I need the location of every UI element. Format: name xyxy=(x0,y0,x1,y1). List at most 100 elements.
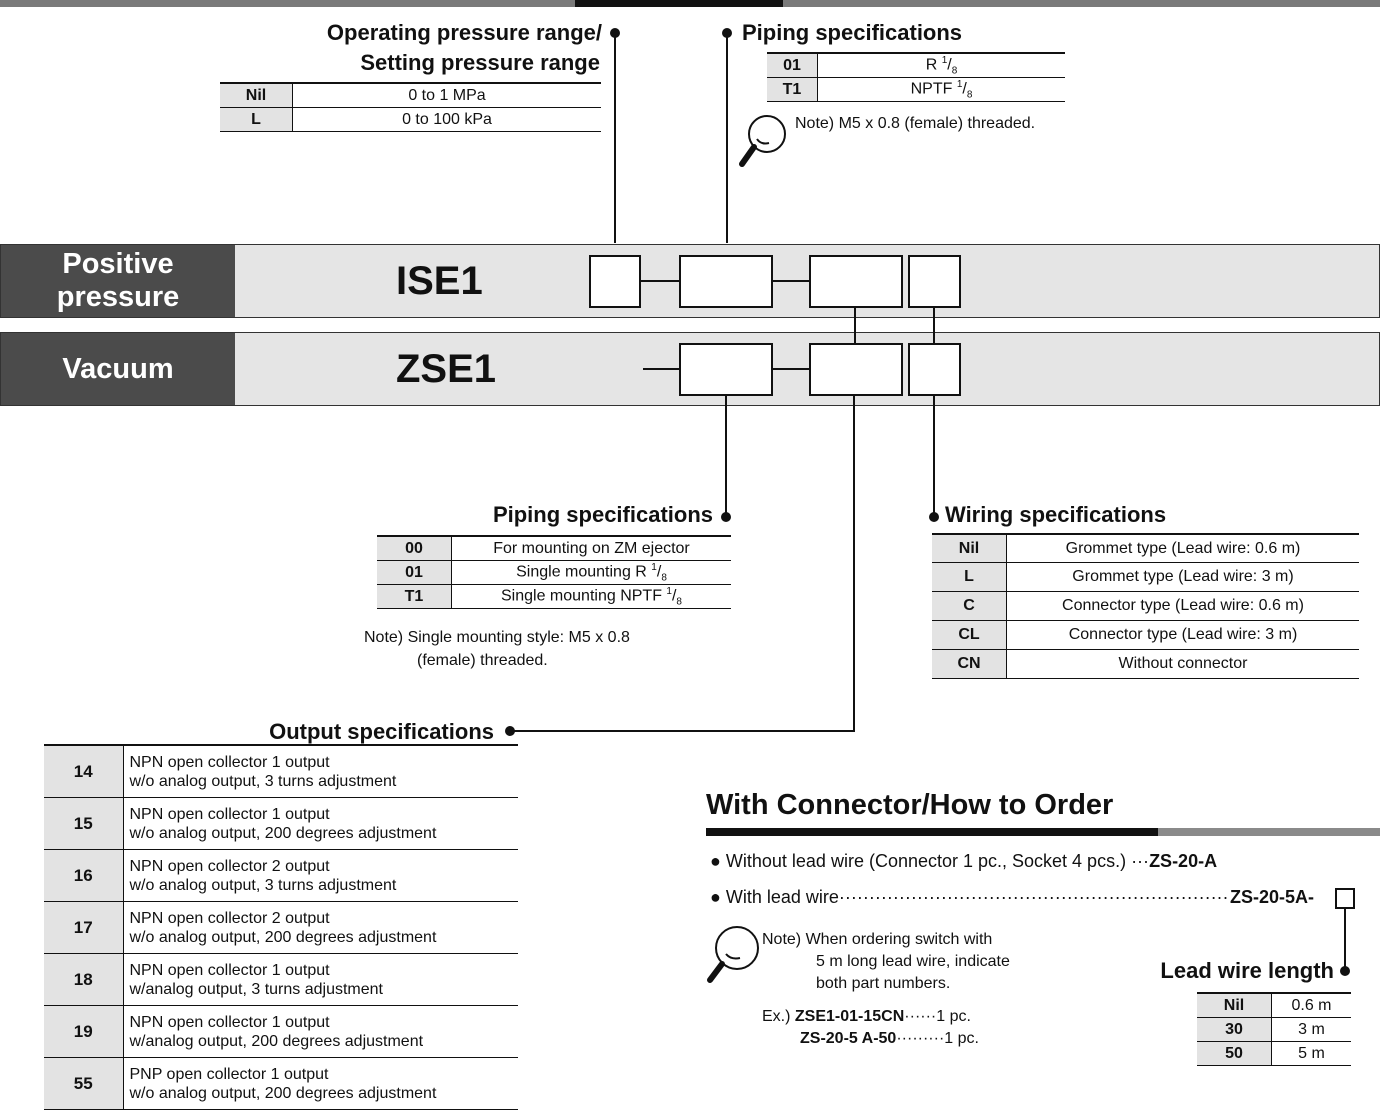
op-pressure-title-1: Operating pressure range/ xyxy=(326,20,602,45)
desc-line-1: NPN open collector 1 output xyxy=(129,753,330,771)
lead-wire-title: Lead wire length xyxy=(1160,958,1334,983)
model-ise1: ISE1 xyxy=(396,259,483,303)
desc-line-1: NPN open collector 2 output xyxy=(129,857,330,875)
table-row: T1 NPTF 1/8 xyxy=(767,77,1065,102)
connector-heading: With Connector/How to Order xyxy=(706,789,1114,821)
order-line-without-lead: ● Without lead wire (Connector 1 pc., So… xyxy=(710,851,1217,872)
example-tail: ······1 pc. xyxy=(904,1008,971,1025)
code-box-output[interactable] xyxy=(809,343,903,396)
code-box-output[interactable] xyxy=(809,255,903,308)
connector-note-2: 5 m long lead wire, indicate xyxy=(816,953,1010,970)
desc-cell: NPTF 1/8 xyxy=(910,78,973,101)
frac-num: 1 xyxy=(956,78,963,90)
leader-line xyxy=(614,33,616,243)
dash-line xyxy=(771,368,811,370)
order-line-with-lead: ● With lead wire························… xyxy=(710,887,1330,908)
piping-bottom-note-2: (female) threaded. xyxy=(417,652,548,669)
code-cell: 19 xyxy=(44,1005,124,1058)
desc-line-2: w/o analog output, 200 degrees adjustmen… xyxy=(129,1084,437,1102)
example-line-1: Ex.) ZSE1-01-15CN······1 pc. xyxy=(762,1007,971,1027)
code-cell: Nil xyxy=(220,83,293,108)
code-box-piping[interactable] xyxy=(679,343,773,396)
desc-cell: Single mounting NPTF 1/8 xyxy=(501,585,682,608)
code-cell: 01 xyxy=(377,560,452,585)
desc-line-2: w/o analog output, 3 turns adjustment xyxy=(129,876,397,894)
desc-line-1: PNP open collector 1 output xyxy=(129,1065,329,1083)
desc-cell: 0 to 1 MPa xyxy=(408,86,486,104)
dash-line xyxy=(641,280,681,282)
connector-dot xyxy=(721,512,731,522)
code-cell: 55 xyxy=(44,1057,124,1110)
desc-line-1: NPN open collector 1 output xyxy=(129,1013,330,1031)
code-cell: Nil xyxy=(932,534,1007,563)
part-number: ZS-20-5A- xyxy=(1230,887,1315,907)
table-row: Nil 0 to 1 MPa xyxy=(220,83,601,108)
desc-line-2: w/analog output, 3 turns adjustment xyxy=(129,980,384,998)
desc-cell: 3 m xyxy=(1298,1020,1325,1038)
output-title: Output specifications xyxy=(269,719,494,744)
example-part: ZSE1-01-15CN xyxy=(794,1008,905,1025)
code-cell: T1 xyxy=(767,77,818,102)
connector-dot xyxy=(1340,966,1350,976)
example-line-2: ZS-20-5 A-50·········1 pc. xyxy=(800,1029,979,1049)
op-pressure-title-2: Setting pressure range xyxy=(360,50,600,75)
magnifier-icon xyxy=(739,115,786,167)
link-line xyxy=(854,306,856,346)
code-cell: CL xyxy=(932,620,1007,650)
dash-line xyxy=(771,280,811,282)
desc-line-2: w/o analog output, 3 turns adjustment xyxy=(129,772,397,790)
frac-num: 1 xyxy=(941,54,948,66)
desc-line-2: w/o analog output, 200 degrees adjustmen… xyxy=(129,928,437,946)
magnifier-icon xyxy=(707,926,759,983)
code-box-wiring[interactable] xyxy=(908,343,961,396)
desc-text: Single mounting R xyxy=(516,563,652,581)
frac-num: 1 xyxy=(666,585,672,597)
code-cell: CN xyxy=(932,649,1007,679)
piping-bottom-title: Piping specifications xyxy=(492,502,713,527)
example-tail: ·········1 pc. xyxy=(896,1030,979,1047)
code-box-piping[interactable] xyxy=(679,255,773,308)
code-cell: 00 xyxy=(377,536,452,561)
code-box-pressure[interactable] xyxy=(589,255,641,308)
connector-note-3: both part numbers. xyxy=(816,975,951,992)
desc-line-2: w/analog output, 200 degrees adjustment xyxy=(129,1032,424,1050)
desc-cell: 0 to 100 kPa xyxy=(402,110,492,128)
desc-line-2: w/o analog output, 200 degrees adjustmen… xyxy=(129,824,437,842)
vacuum-label: Vacuum xyxy=(1,333,235,405)
connector-dot xyxy=(505,726,515,736)
code-cell: 30 xyxy=(1197,1017,1272,1042)
code-cell: 17 xyxy=(44,901,124,954)
code-cell: 18 xyxy=(44,953,124,1006)
bullet-icon: ● xyxy=(710,887,721,907)
code-box-wiring[interactable] xyxy=(908,255,961,308)
example-prefix: Ex.) xyxy=(762,1008,791,1025)
lead-length-box[interactable] xyxy=(1335,888,1355,909)
table-row: 30 3 m xyxy=(1197,1017,1351,1042)
heading-underline-dark xyxy=(706,828,1158,836)
code-cell: 50 xyxy=(1197,1041,1272,1066)
desc-line-1: NPN open collector 1 output xyxy=(129,961,330,979)
model-zse1: ZSE1 xyxy=(396,347,497,391)
